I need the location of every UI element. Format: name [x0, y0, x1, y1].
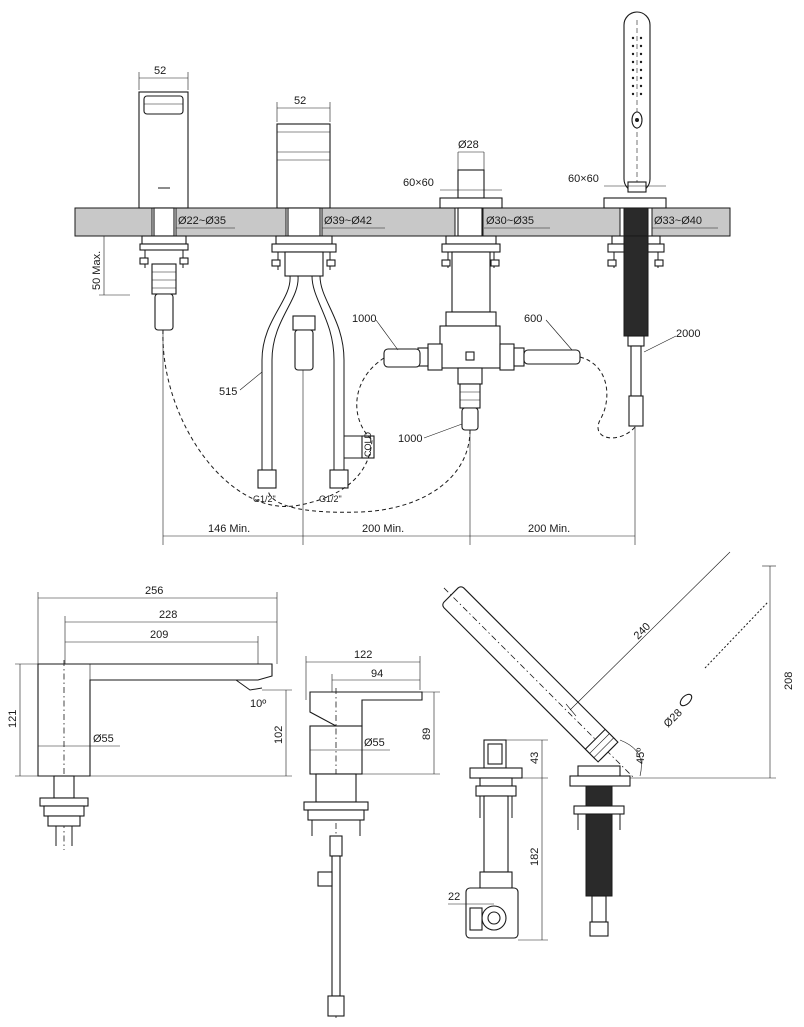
handshower-nozzle-row — [704, 601, 769, 669]
diverter-rosette-label: 60×60 — [403, 177, 434, 189]
cold-label: COLD — [363, 431, 373, 457]
spout-reach-label: 228 — [159, 609, 177, 621]
spray-nozzles — [631, 36, 643, 96]
diverter-hose-right-label: 600 — [524, 313, 542, 325]
spacing-2-label: 200 Min. — [362, 523, 404, 535]
diverter-side-view: 43 182 22 — [448, 739, 548, 941]
handshower-angle-label: 45º — [635, 748, 647, 764]
top-diverter: Ø28 60×60 Ø30~Ø35 1000 — [352, 139, 581, 445]
mixer-height-label: 89 — [421, 728, 433, 740]
flexible-hoses — [162, 329, 637, 513]
spout-outlet-height-label: 102 — [273, 726, 285, 744]
diverter-knob-label: Ø28 — [458, 139, 479, 151]
top-spout: 52 Ø22~Ø35 — [138, 65, 235, 331]
spout-height-label: 121 — [7, 710, 19, 728]
diverter-hole-label: Ø30~Ø35 — [486, 215, 534, 227]
spout-angle-label: 10º — [250, 698, 266, 710]
top-mixer: 52 Ø39~Ø42 G1/2" G1/2" COLD 515 — [219, 95, 385, 504]
mixer-lever-label: 94 — [371, 668, 383, 680]
diverter-top-label: 43 — [529, 752, 541, 764]
spout-outlet-label: 209 — [150, 629, 168, 641]
inlet-right-label: G1/2" — [319, 494, 342, 504]
mixer-base-label: Ø55 — [364, 737, 385, 749]
top-handshower: 60×60 Ø33~Ø40 2000 — [568, 11, 718, 427]
shower-hole-label: Ø33~Ø40 — [654, 215, 702, 227]
handshower-height-label: 208 — [783, 672, 795, 690]
shower-rosette-label: 60×60 — [568, 173, 599, 185]
spacing-3-label: 200 Min. — [528, 523, 570, 535]
spacing-dimensions: 146 Min. 200 Min. 200 Min. — [162, 330, 636, 545]
spout-hole-label: Ø22~Ø35 — [178, 215, 226, 227]
deck-thickness-label: 50 Max. — [91, 251, 103, 290]
handshower-diameter-label: Ø28 — [662, 707, 685, 730]
spout-width-label: 52 — [154, 65, 166, 77]
spout-overall-label: 256 — [145, 585, 163, 597]
diverter-hose-bottom-label: 1000 — [398, 433, 422, 445]
mixer-overall-label: 122 — [354, 649, 372, 661]
spout-side-view: 256 228 209 10º 121 102 Ø55 — [7, 585, 292, 850]
mixer-hose-label: 515 — [219, 386, 237, 398]
mixer-side-view: 122 94 Ø55 89 — [303, 649, 440, 1020]
diverter-offset-label: 22 — [448, 891, 460, 903]
deck-thickness-dimension: 50 Max. — [91, 235, 130, 296]
inlet-left-label: G1/2" — [253, 494, 276, 504]
diverter-body-label: 182 — [529, 848, 541, 866]
handshower-side-view: 240 Ø28 45º 208 — [442, 551, 795, 937]
shower-hose-label: 2000 — [676, 328, 700, 340]
mixer-width-label: 52 — [294, 95, 306, 107]
spout-base-label: Ø55 — [93, 733, 114, 745]
mixer-hole-label: Ø39~Ø42 — [324, 215, 372, 227]
diverter-hose-left-label: 1000 — [352, 313, 376, 325]
spacing-1-label: 146 Min. — [208, 523, 250, 535]
